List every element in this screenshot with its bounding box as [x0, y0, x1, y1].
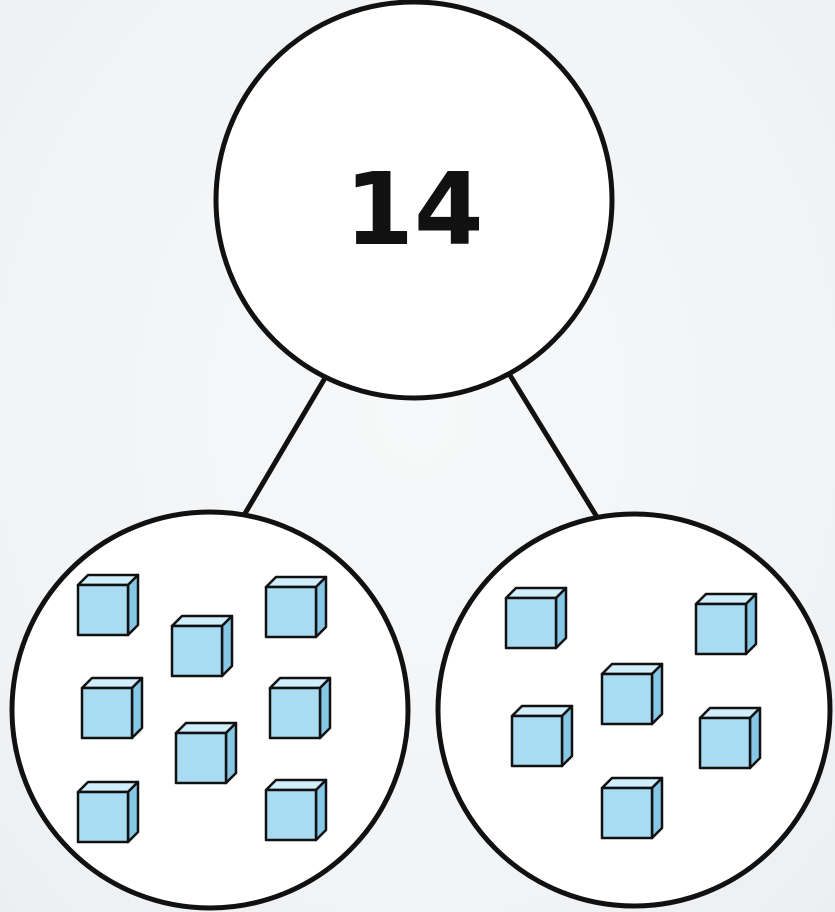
cube-icon: [174, 721, 238, 785]
cube-icon: [80, 676, 144, 740]
left-part-circle: [9, 509, 411, 911]
connector-left: [237, 375, 328, 525]
connector-right: [505, 369, 603, 525]
whole-number: 14: [344, 151, 483, 268]
right-part-cubes: [504, 586, 762, 840]
cube-icon: [600, 776, 664, 840]
cube-icon: [510, 704, 574, 768]
cube-icon: [170, 614, 234, 678]
cube-icon: [694, 592, 758, 656]
cube-icon: [76, 780, 140, 844]
whole-circle: [213, 0, 615, 401]
cube-icon: [264, 575, 328, 639]
cube-icon: [268, 676, 332, 740]
cube-icon: [698, 706, 762, 770]
cube-icon: [264, 778, 328, 842]
cube-icon: [504, 586, 568, 650]
cube-icon: [600, 662, 664, 726]
left-part-cubes: [76, 573, 332, 844]
cube-icon: [76, 573, 140, 637]
